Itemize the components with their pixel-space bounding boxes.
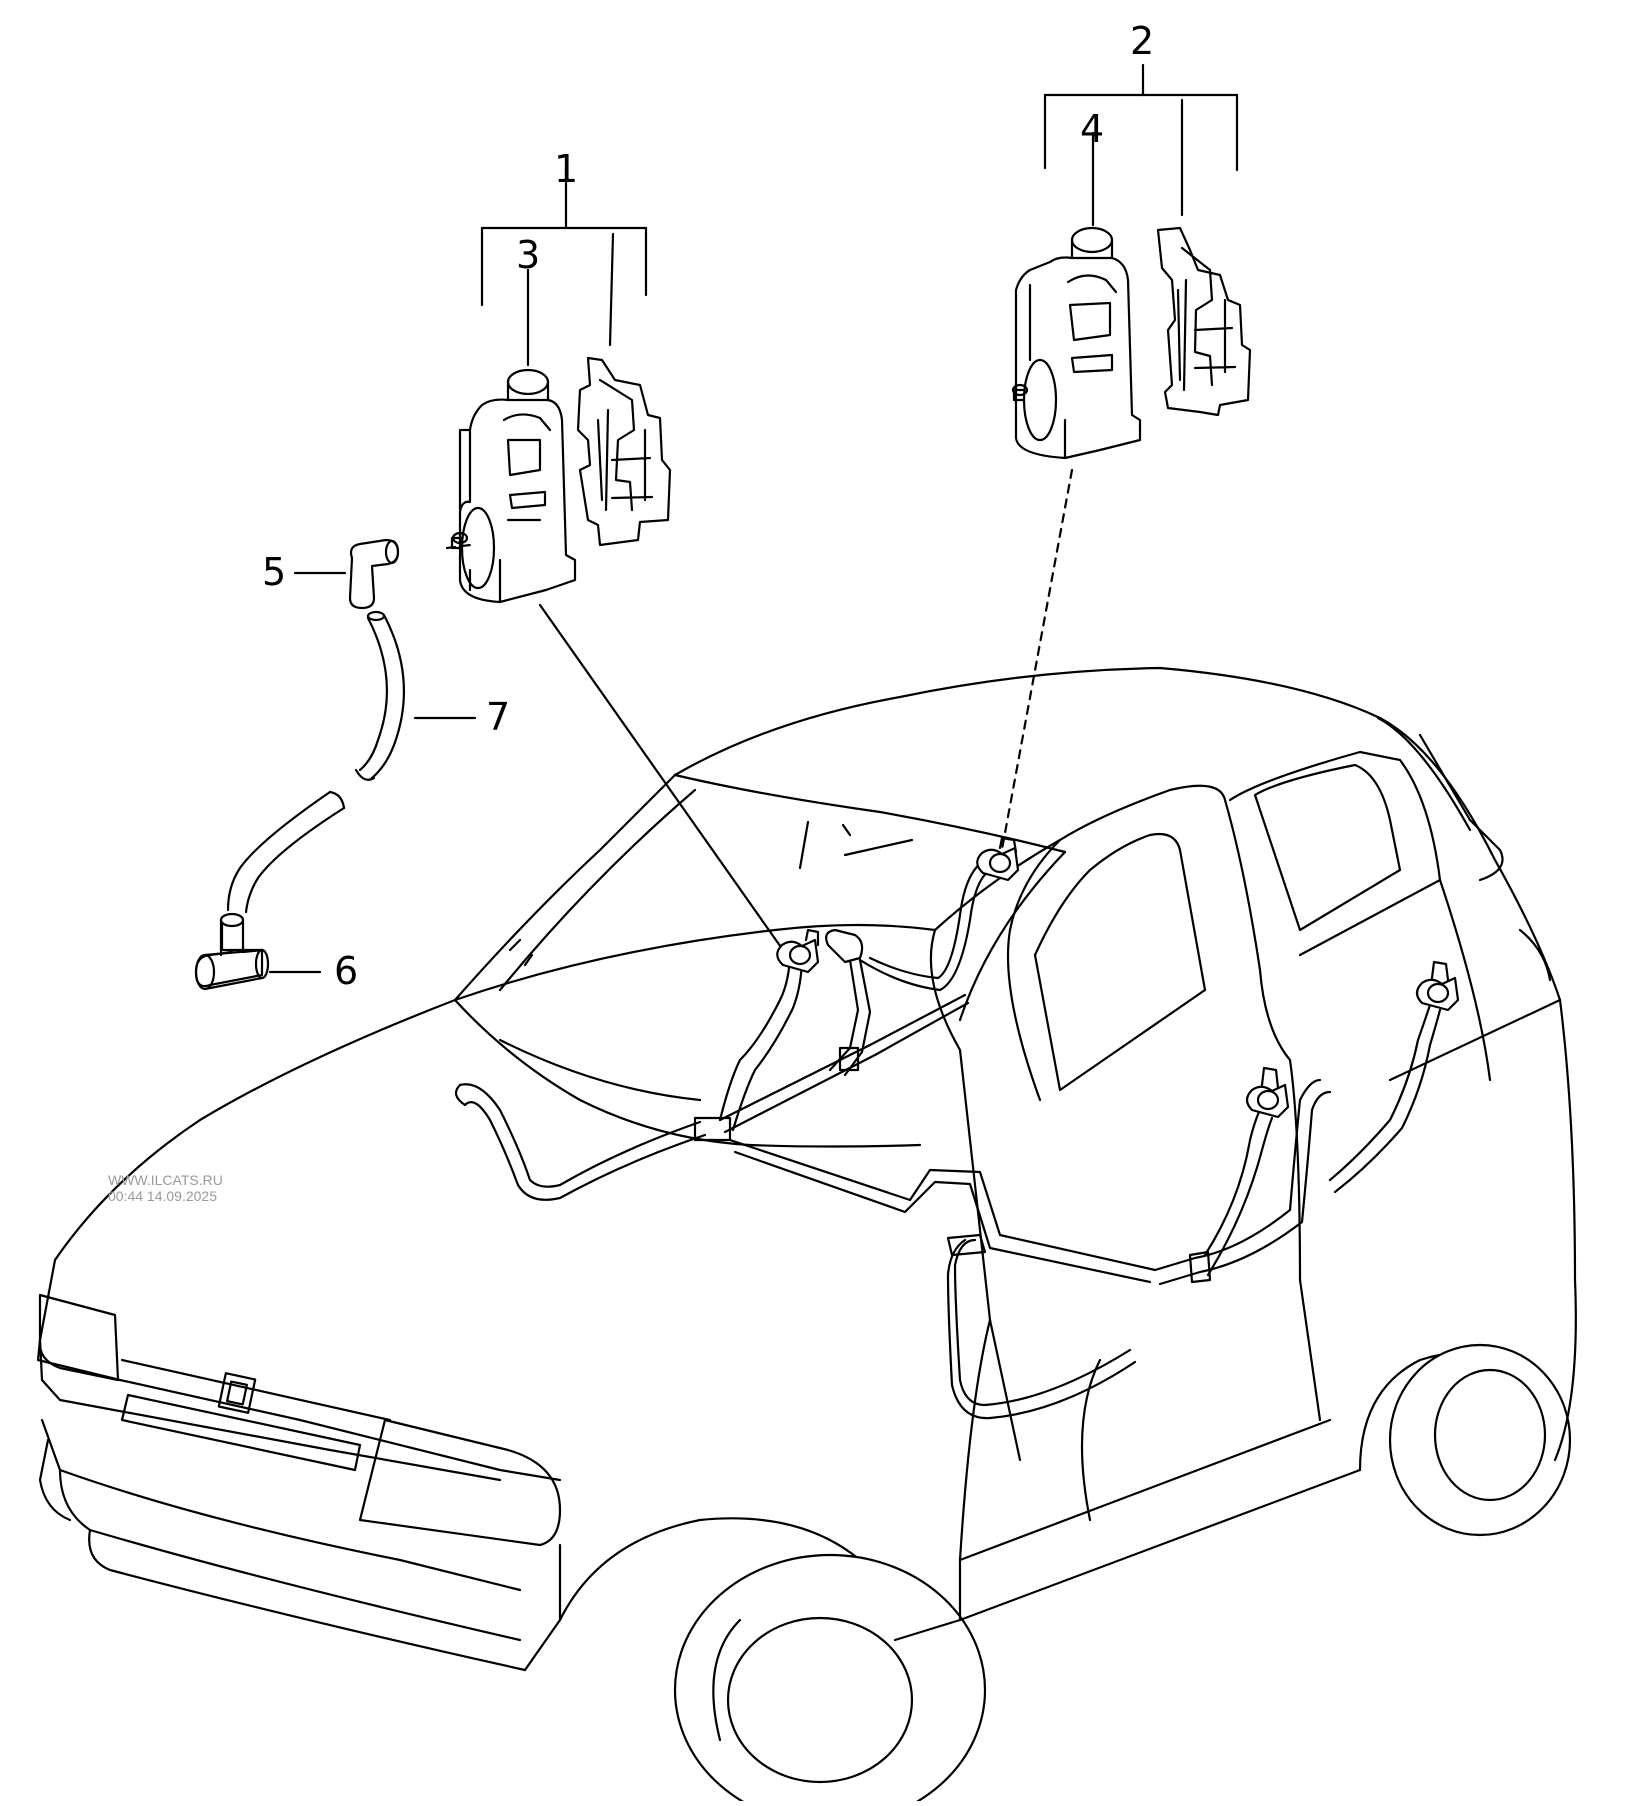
actuator-1 xyxy=(450,368,577,604)
vacuum-lines xyxy=(454,860,1442,1420)
callout-6: 6 xyxy=(334,949,359,993)
callout-3: 3 xyxy=(516,233,541,277)
bracket-1 xyxy=(480,166,648,307)
callout-2: 2 xyxy=(1130,19,1155,63)
actuator-1-leader xyxy=(538,603,792,962)
watermark-site: WWW.ILCATS.RU xyxy=(108,1172,223,1188)
door-actuator-windshield-left xyxy=(825,928,864,964)
callout-4: 4 xyxy=(1080,107,1105,151)
actuator-1-hose-dash xyxy=(445,543,472,550)
door-actuator-rear-right xyxy=(1415,960,1460,1012)
car-body xyxy=(36,666,1577,1806)
actuator-2 xyxy=(1011,226,1142,460)
actuator-1-housing xyxy=(576,356,672,547)
leader-1-right xyxy=(608,232,615,347)
actuator-2-housing xyxy=(1156,226,1252,417)
callout-5: 5 xyxy=(262,550,287,594)
hose-lower xyxy=(226,790,346,914)
callout-7: 7 xyxy=(486,695,511,739)
door-actuator-rear-left xyxy=(1245,1066,1290,1119)
hose-7 xyxy=(354,610,406,781)
t-connector-6 xyxy=(194,912,270,991)
door-actuator-front-right xyxy=(976,836,1020,882)
bracket-2 xyxy=(1043,63,1239,172)
watermark-timestamp: 00:44 14.09.2025 xyxy=(108,1188,217,1204)
door-actuator-front-left xyxy=(776,928,820,974)
elbow-connector-5 xyxy=(348,538,400,610)
actuator-2-leader xyxy=(998,468,1074,862)
callout-1: 1 xyxy=(554,147,579,191)
